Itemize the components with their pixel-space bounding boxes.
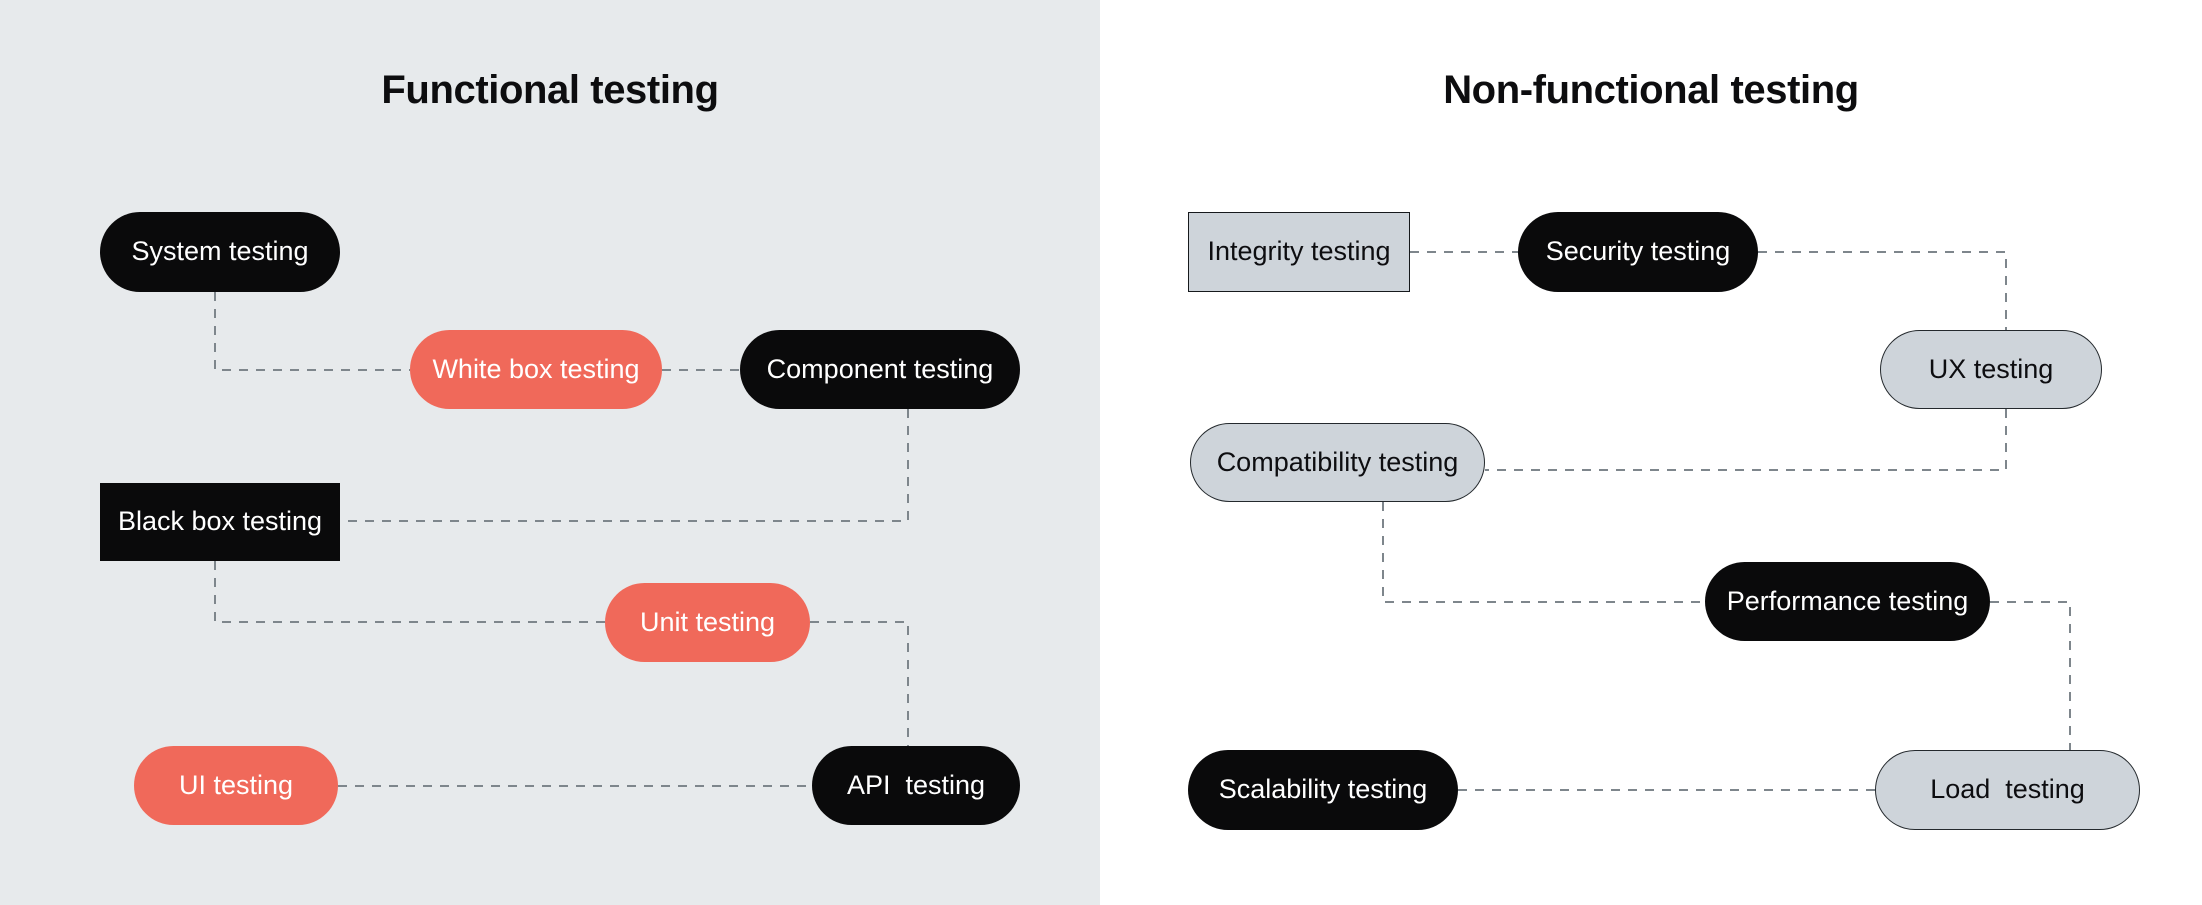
- functional-panel-title: Functional testing: [381, 68, 719, 112]
- node-label: Security testing: [1545, 236, 1731, 267]
- node-performance[interactable]: Performance testing: [1705, 562, 1990, 641]
- node-label: System testing: [131, 236, 309, 267]
- node-label: White box testing: [432, 353, 640, 384]
- non-functional-panel-title: Non-functional testing: [1443, 68, 1859, 112]
- node-api[interactable]: API testing: [812, 746, 1020, 825]
- node-label: Load testing: [1930, 774, 2085, 805]
- node-integrity[interactable]: Integrity testing: [1188, 212, 1410, 292]
- node-label: Performance testing: [1726, 585, 1969, 616]
- node-blackbox[interactable]: Black box testing: [100, 483, 340, 561]
- node-label: UI testing: [178, 769, 294, 800]
- node-label: Unit testing: [639, 606, 776, 637]
- node-component[interactable]: Component testing: [740, 330, 1020, 409]
- node-label: Integrity testing: [1207, 236, 1391, 267]
- node-ux[interactable]: UX testing: [1880, 330, 2102, 409]
- node-label: Component testing: [766, 353, 994, 384]
- node-label: Compatibility testing: [1216, 446, 1459, 477]
- node-unit[interactable]: Unit testing: [605, 583, 810, 662]
- node-load[interactable]: Load testing: [1875, 750, 2140, 830]
- node-ui[interactable]: UI testing: [134, 746, 338, 825]
- node-security[interactable]: Security testing: [1518, 212, 1758, 292]
- node-whitebox[interactable]: White box testing: [410, 330, 662, 409]
- node-system[interactable]: System testing: [100, 212, 340, 292]
- node-compatibility[interactable]: Compatibility testing: [1190, 423, 1485, 502]
- node-label: Scalability testing: [1218, 774, 1428, 805]
- node-label: UX testing: [1928, 353, 2054, 384]
- node-scalability[interactable]: Scalability testing: [1188, 750, 1458, 830]
- node-label: Black box testing: [117, 506, 323, 537]
- node-label: API testing: [846, 769, 986, 800]
